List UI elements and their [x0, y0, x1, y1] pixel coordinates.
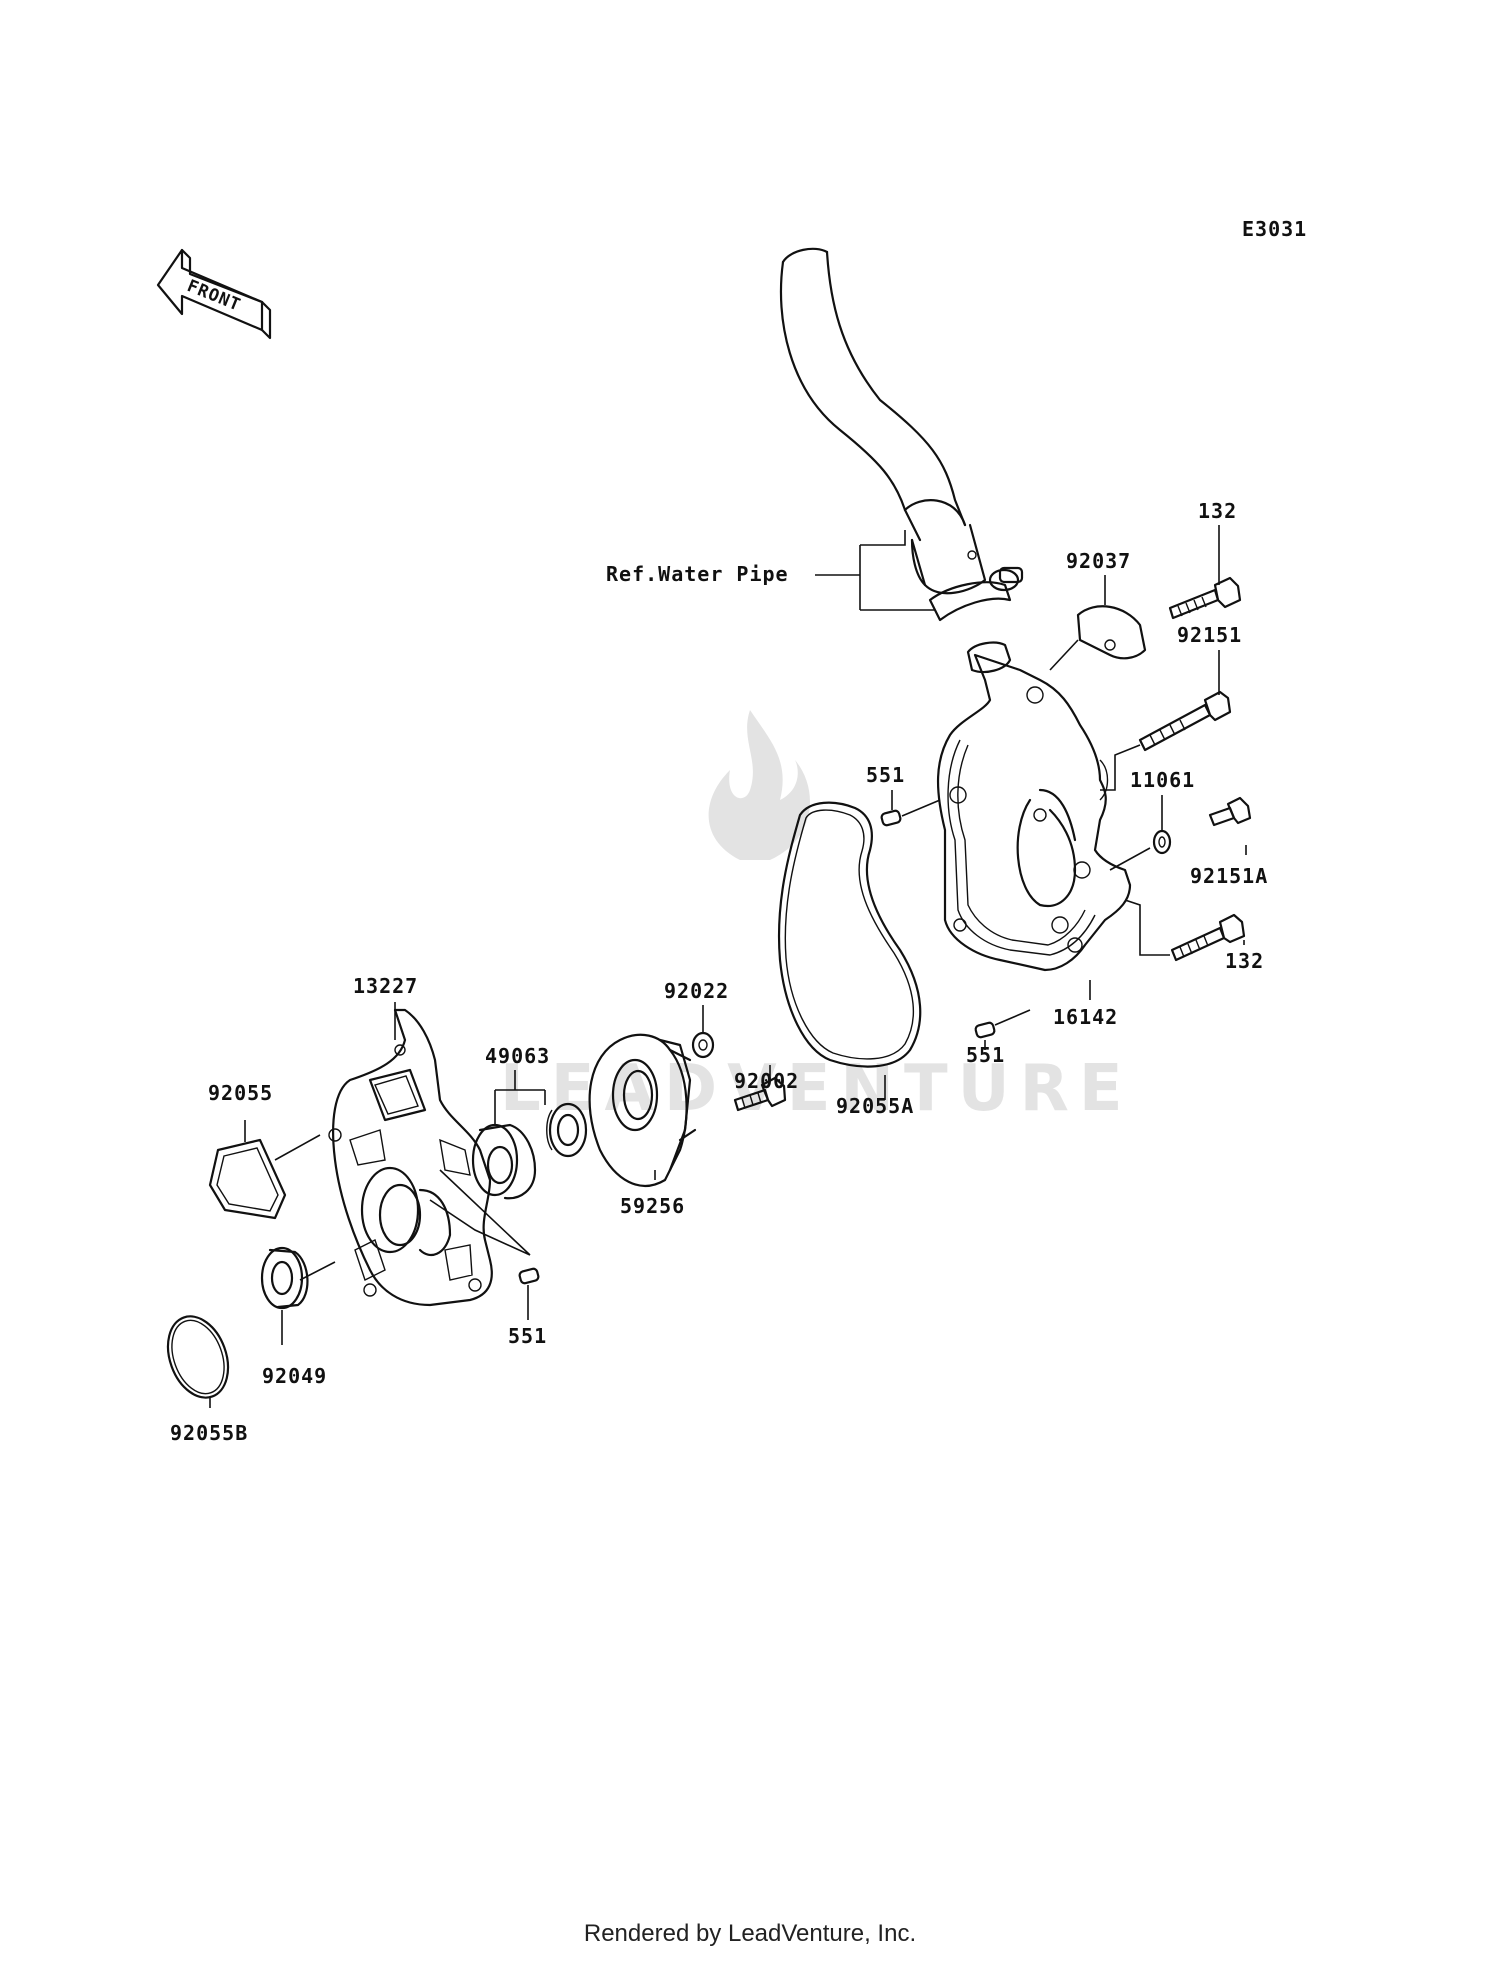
- label-16142: 16142: [1053, 1005, 1118, 1029]
- label-132-bottom: 132: [1225, 949, 1264, 973]
- washer-11061: [1152, 829, 1172, 855]
- label-551-right: 551: [966, 1043, 1005, 1067]
- label-92151A: 92151A: [1190, 864, 1268, 888]
- impeller-59256: [588, 1033, 697, 1187]
- footer-credit: Rendered by LeadVenture, Inc.: [583, 1920, 917, 1947]
- label-551-lower: 551: [508, 1324, 547, 1348]
- bolt-132-top: [1168, 576, 1242, 620]
- label-49063: 49063: [485, 1044, 550, 1068]
- label-92055: 92055: [208, 1081, 273, 1105]
- label-132-top: 132: [1198, 499, 1237, 523]
- label-92055B: 92055B: [170, 1421, 248, 1445]
- washer-92022: [691, 1031, 715, 1059]
- pump-housing: [936, 641, 1132, 972]
- o-ring-92055: [208, 1138, 287, 1220]
- hose-clamp: [928, 566, 1024, 622]
- dowel-pin-551-lower: [518, 1267, 540, 1285]
- dowel-pin-551-upper: [880, 809, 902, 827]
- front-arrow-icon: FRONT: [156, 248, 272, 340]
- label-92022: 92022: [664, 979, 729, 1003]
- watermark-text: LEADVENTURE: [500, 1052, 1133, 1126]
- label-551-upper: 551: [866, 763, 905, 787]
- o-ring-92055A: [777, 801, 922, 1068]
- label-92055A: 92055A: [836, 1094, 914, 1118]
- dowel-pin-551-right: [974, 1021, 996, 1039]
- label-59256: 59256: [620, 1194, 685, 1218]
- watermark: LEADVENTURE: [500, 710, 1133, 1126]
- shield-92037: [1076, 605, 1147, 660]
- oil-seal-92049: [260, 1246, 309, 1310]
- bolt-132-bottom: [1170, 913, 1246, 962]
- label-92049: 92049: [262, 1364, 327, 1388]
- label-92002: 92002: [734, 1069, 799, 1093]
- reference-label: Ref.Water Pipe: [606, 562, 789, 586]
- water-pipe-hose: [779, 247, 987, 595]
- label-92037: 92037: [1066, 549, 1131, 573]
- cover-13227: [328, 1008, 493, 1307]
- bolt-92151: [1138, 690, 1232, 752]
- label-92151: 92151: [1177, 623, 1242, 647]
- label-11061: 11061: [1130, 768, 1195, 792]
- leader-lines: [209, 525, 1247, 1408]
- label-13227: 13227: [353, 974, 418, 998]
- bolt-92151A: [1208, 796, 1252, 827]
- diagram-code: E3031: [1242, 217, 1307, 241]
- bolt-92002: [733, 1076, 787, 1112]
- part-labels: 132 92037 92151 551 11061 92151A 132 161…: [170, 499, 1268, 1445]
- o-ring-92055B: [166, 1315, 230, 1399]
